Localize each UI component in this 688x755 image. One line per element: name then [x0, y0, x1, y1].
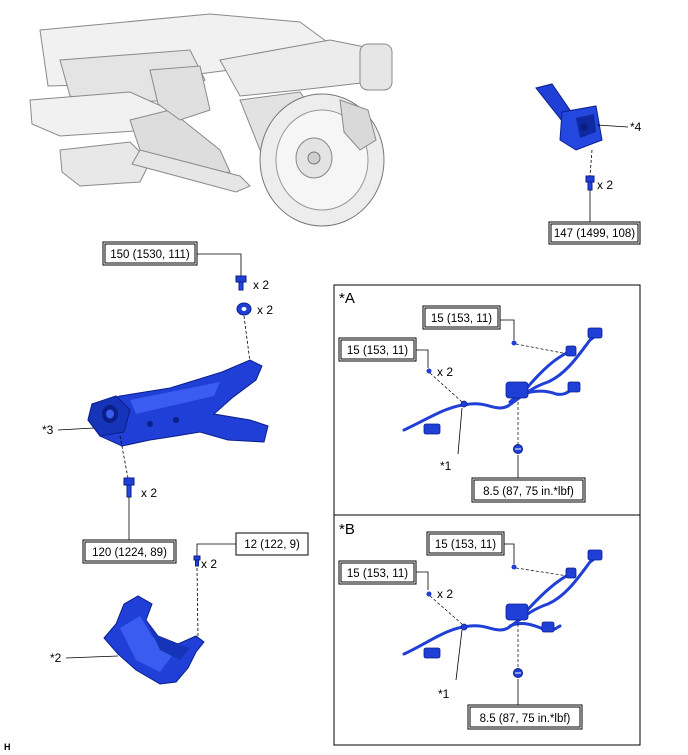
- arm-upper-leader: [197, 253, 242, 276]
- view-b-harness-leader: [455, 629, 463, 681]
- view-a-upper-torque-box: 15 (153, 11): [422, 305, 501, 330]
- view-b-left-clamp-icon: [426, 591, 432, 597]
- suspension-mount-bracket: [535, 83, 603, 151]
- mount-bolt-icon: [585, 175, 595, 191]
- view-b-harness-callout: *1: [438, 687, 450, 701]
- view-b-upper-clamp-icon: [511, 564, 517, 570]
- cover-callout: *2: [50, 651, 62, 665]
- view-a-upper-guide: [515, 343, 569, 355]
- view-a-left-torque-box: 15 (153, 11): [338, 337, 417, 362]
- view-a-label: *A: [339, 290, 355, 307]
- arm-upper-guide: [243, 315, 251, 363]
- view-a-connectors: [423, 327, 603, 435]
- mount-torque-value: 147 (1499, 108): [554, 228, 635, 240]
- arm-upper-torque-value: 150 (1530, 111): [110, 249, 190, 261]
- view-b-upper-guide: [515, 567, 569, 577]
- view-a-left-leader: [416, 349, 429, 368]
- mount-callout: *4: [630, 120, 642, 134]
- mount-bolt-quantity: x 2: [597, 178, 613, 192]
- view-b-bolt-torque-value: 8.5 (87, 75 in.*lbf): [480, 713, 571, 725]
- view-a-bolt-icon: [513, 444, 523, 454]
- view-b-upper-torque-value: 15 (153, 11): [435, 539, 496, 551]
- arm-lower-torque-value: 120 (1224, 89): [92, 547, 167, 559]
- cover-screw-icon: [193, 555, 201, 567]
- arm-upper-torque-box: 150 (1530, 111): [102, 241, 198, 266]
- view-a-clamp-quantity: x 2: [437, 365, 453, 379]
- view-a-bolt-torque-value: 8.5 (87, 75 in.*lbf): [483, 486, 574, 498]
- view-b-left-torque-value: 15 (153, 11): [347, 568, 408, 580]
- view-a-left-clamp-icon: [426, 368, 432, 374]
- arm-callout: *3: [42, 423, 54, 437]
- view-a-upper-torque-value: 15 (153, 11): [431, 313, 492, 325]
- mount-bolt-guide: [589, 149, 593, 177]
- cover-screw-quantity: x 2: [201, 557, 217, 571]
- cover-screw-guide: [196, 567, 199, 637]
- view-b-left-torque-box: 15 (153, 11): [338, 560, 417, 585]
- arm-lower-bolt-icon: [123, 477, 135, 498]
- cover: [103, 595, 205, 685]
- cover-callout-leader: [65, 655, 119, 659]
- arm-washer-icon: [236, 302, 252, 316]
- arm-washer-quantity: x 2: [257, 303, 273, 317]
- mount-torque-box: 147 (1499, 108): [548, 221, 641, 245]
- view-a-upper-clamp-icon: [511, 340, 517, 346]
- view-a-upper-leader: [500, 319, 515, 340]
- arm-lower-bolt-quantity: x 2: [141, 486, 157, 500]
- arm-upper-bolt-icon: [235, 275, 247, 291]
- arm-upper-bolt-quantity: x 2: [253, 278, 269, 292]
- arm-lower-torque-box: 120 (1224, 89): [82, 539, 177, 564]
- view-a-left-torque-value: 15 (153, 11): [347, 345, 408, 357]
- cover-torque-value: 12 (122, 9): [244, 539, 300, 551]
- view-b-bolt-torque-box: 8.5 (87, 75 in.*lbf): [467, 704, 583, 730]
- view-b-clamp-quantity: x 2: [437, 587, 453, 601]
- view-a-left-guide: [429, 372, 463, 403]
- view-a-harness-callout: *1: [440, 459, 452, 473]
- view-b-label: *B: [339, 521, 355, 538]
- mount-callout-leader: [596, 124, 629, 128]
- arm-lower-guide: [119, 435, 129, 479]
- view-b-connectors: [423, 549, 603, 659]
- cover-torque-box: 12 (122, 9): [235, 532, 309, 556]
- view-b-left-leader: [416, 571, 429, 590]
- corner-mark: H: [4, 742, 11, 752]
- view-b-left-guide: [429, 595, 463, 625]
- arm-callout-leader: [57, 427, 95, 431]
- view-b-upper-leader: [504, 543, 515, 564]
- view-a-bolt-torque-box: 8.5 (87, 75 in.*lbf): [471, 477, 586, 503]
- lower-suspension-arm: [87, 359, 269, 447]
- view-b-upper-torque-box: 15 (153, 11): [426, 531, 505, 556]
- view-b-bolt-icon: [513, 668, 523, 678]
- cover-torque-leader: [196, 543, 236, 556]
- view-a-harness-leader: [457, 407, 463, 455]
- rear-suspension-assembly-illustration: [29, 13, 393, 227]
